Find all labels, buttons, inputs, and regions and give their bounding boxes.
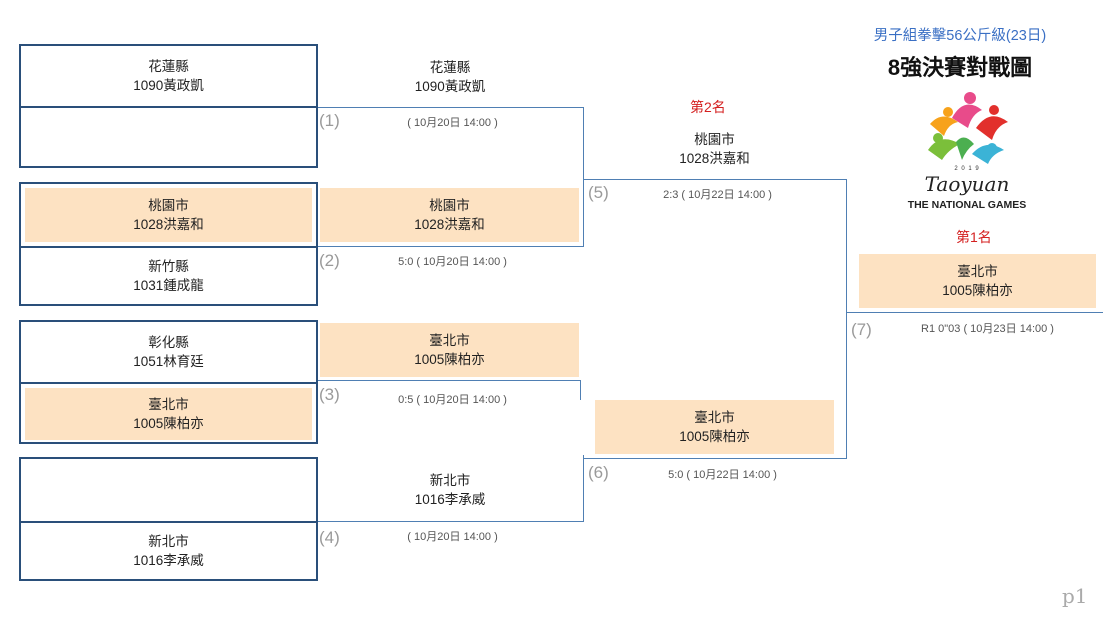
entry-slot-3: 桃園市 1028洪嘉和 [19, 182, 318, 248]
entry-slot-8: 新北市 1016李承威 [19, 521, 318, 581]
bracket-line [583, 455, 584, 521]
logo-caption: THE NATIONAL GAMES [907, 199, 1027, 211]
semifinal-winner-2: 臺北市 1005陳柏亦 [595, 400, 834, 454]
entry-team: 新竹縣 [148, 259, 189, 274]
round2-winner-1: 花蓮縣 1090黃政凱 [320, 58, 580, 96]
winner-team: 臺北市 [429, 333, 470, 348]
winner-team: 臺北市 [694, 410, 735, 425]
champion-athlete: 1005陳柏亦 [942, 283, 1013, 298]
round2-winner-2: 桃園市 1028洪嘉和 [320, 188, 579, 242]
page-number: p1 [1062, 584, 1088, 608]
match-info-5: 2:3 ( 10月22日 14:00 ) [663, 189, 772, 201]
rank-first-label: 第1名 [956, 229, 992, 245]
entry-slot-5: 彰化縣 1051林育廷 [19, 320, 318, 384]
winner-athlete: 1005陳柏亦 [679, 429, 750, 444]
rank-second-label: 第2名 [690, 99, 726, 115]
winner-team: 桃園市 [429, 198, 470, 213]
champion-box: 臺北市 1005陳柏亦 [859, 254, 1096, 308]
entry-team: 花蓮縣 [148, 59, 189, 74]
match-info-2: 5:0 ( 10月20日 14:00 ) [398, 256, 507, 268]
entry-athlete: 1005陳柏亦 [133, 416, 204, 431]
match-number-3: (3) [319, 385, 340, 404]
match-info-1: ( 10月20日 14:00 ) [407, 117, 498, 129]
match-number-7: (7) [851, 320, 872, 339]
games-logo-icon [928, 92, 1008, 164]
bracket-line [318, 246, 584, 247]
bracket-line [580, 380, 581, 400]
bracket-line [318, 107, 584, 108]
bracket-line [846, 312, 1103, 313]
bracket-line [318, 380, 581, 381]
winner-team: 桃園市 [694, 132, 735, 147]
bracket-line [583, 179, 847, 180]
bracket-line [583, 458, 847, 459]
bracket-subtitle: 男子組拳擊56公斤級(23日) [873, 28, 1047, 44]
match-info-4: ( 10月20日 14:00 ) [407, 531, 498, 543]
entry-team: 彰化縣 [148, 335, 189, 350]
champion-team: 臺北市 [957, 264, 998, 279]
entry-slot-6: 臺北市 1005陳柏亦 [19, 382, 318, 444]
winner-athlete: 1028洪嘉和 [679, 151, 750, 166]
bracket-line [583, 107, 584, 246]
logo-wordmark: Taoyuan [924, 172, 1010, 196]
winner-athlete: 1090黃政凱 [414, 79, 486, 94]
winner-athlete: 1016李承威 [414, 492, 486, 507]
match-number-1: (1) [319, 111, 340, 130]
round2-winner-4: 新北市 1016李承威 [320, 471, 580, 509]
winner-highlight: 臺北市 1005陳柏亦 [25, 388, 312, 440]
bracket-line [318, 521, 584, 522]
winner-athlete: 1028洪嘉和 [414, 217, 485, 232]
entry-team: 桃園市 [148, 198, 189, 213]
bracket-line [846, 179, 847, 459]
entry-athlete: 1090黃政凱 [133, 78, 204, 93]
entry-team: 臺北市 [148, 397, 189, 412]
entry-athlete: 1016李承威 [133, 553, 204, 568]
bracket-title: 8強決賽對戰圖 [887, 55, 1033, 80]
round2-winner-3: 臺北市 1005陳柏亦 [320, 323, 579, 377]
games-logo: 2 0 1 9 Taoyuan [912, 88, 1022, 208]
entry-slot-4: 新竹縣 1031鍾成龍 [19, 246, 318, 306]
match-info-7: R1 0"03 ( 10月23日 14:00 ) [921, 323, 1054, 335]
match-info-6: 5:0 ( 10月22日 14:00 ) [668, 469, 777, 481]
entry-slot-1: 花蓮縣 1090黃政凱 [19, 44, 318, 108]
semifinal-winner-1: 桃園市 1028洪嘉和 [595, 130, 834, 168]
winner-highlight: 桃園市 1028洪嘉和 [25, 188, 312, 242]
winner-athlete: 1005陳柏亦 [414, 352, 485, 367]
winner-team: 花蓮縣 [429, 60, 471, 75]
match-number-2: (2) [319, 251, 340, 270]
entry-athlete: 1031鍾成龍 [133, 278, 204, 293]
match-info-3: 0:5 ( 10月20日 14:00 ) [398, 394, 507, 406]
match-number-4: (4) [319, 528, 340, 547]
entry-athlete: 1051林育廷 [133, 354, 204, 369]
match-number-6: (6) [588, 463, 609, 482]
logo-year: 2 0 1 9 [954, 166, 980, 172]
entry-slot-7 [19, 457, 318, 523]
winner-team: 新北市 [429, 473, 471, 488]
entry-team: 新北市 [148, 534, 189, 549]
match-number-5: (5) [588, 183, 609, 202]
entry-athlete: 1028洪嘉和 [133, 217, 204, 232]
entry-slot-2 [19, 106, 318, 168]
